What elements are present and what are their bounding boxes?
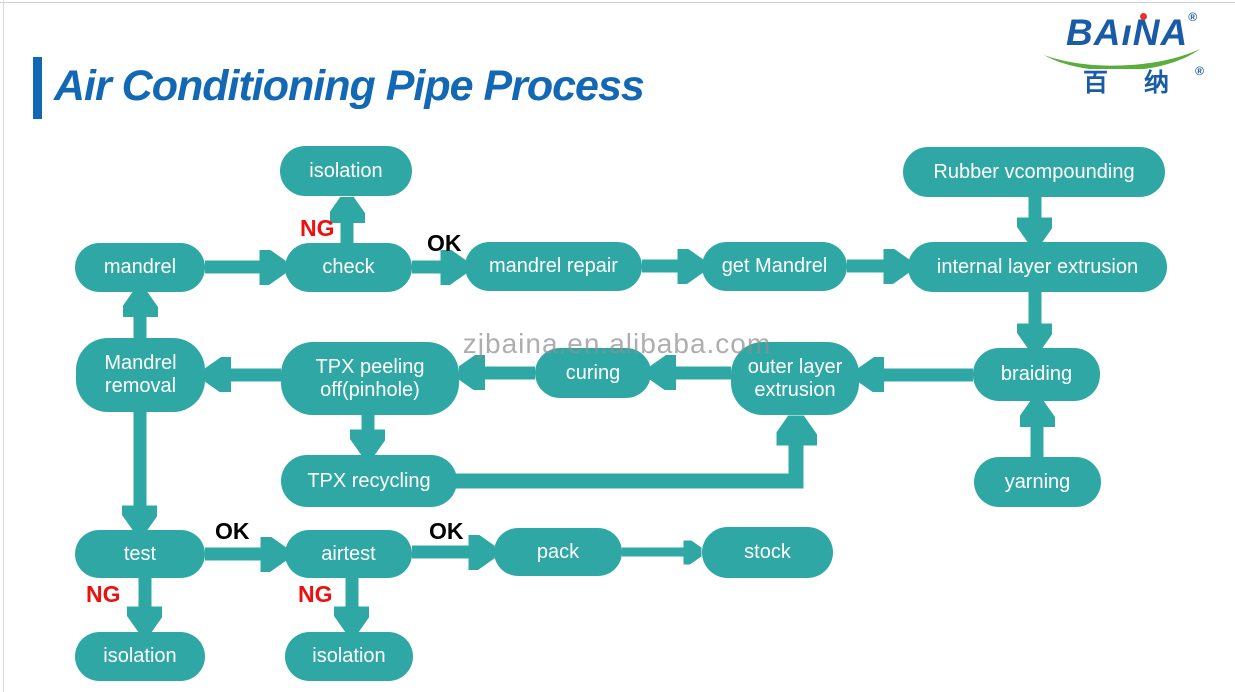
ok-label-test: OK	[215, 518, 250, 544]
ng-label-check: NG	[300, 215, 335, 241]
node-tpx-recycling: TPX recycling	[281, 455, 457, 507]
node-outer-layer-extrusion: outer layer extrusion	[731, 342, 859, 415]
logo-wordmark: BAıNA®	[1066, 10, 1212, 54]
node-get-mandrel: get Mandrel	[702, 242, 847, 291]
node-yarning: yarning	[974, 457, 1101, 507]
page-top-border	[0, 2, 1235, 3]
registered-trademark-icon: ®	[1195, 64, 1204, 78]
node-rubber-compounding: Rubber vcompounding	[903, 147, 1165, 197]
logo-i-dot-icon	[1140, 13, 1147, 20]
node-isolation-bottom-left: isolation	[75, 632, 205, 681]
node-mandrel: mandrel	[75, 243, 205, 292]
title-accent-bar	[33, 57, 42, 119]
node-airtest: airtest	[285, 530, 412, 578]
node-isolation-bottom-mid: isolation	[285, 632, 413, 681]
logo-chinese-char-1: 百	[1082, 69, 1108, 97]
node-isolation-top: isolation	[280, 146, 412, 196]
node-mandrel-removal: Mandrel removal	[76, 338, 205, 412]
page-left-border	[3, 0, 4, 692]
logo-swoosh-icon	[1044, 49, 1200, 69]
logo-chinese-char-2: 纳	[1144, 69, 1170, 97]
node-curing: curing	[535, 348, 651, 398]
node-check: check	[285, 243, 412, 292]
node-braiding: braiding	[973, 348, 1100, 401]
node-pack: pack	[494, 528, 622, 576]
registered-trademark-icon: ®	[1188, 10, 1198, 24]
logo-brand-i: ı	[1121, 12, 1133, 53]
node-test: test	[75, 530, 205, 578]
ok-label-airtest: OK	[429, 518, 464, 544]
ok-label-check: OK	[427, 230, 462, 256]
baina-logo: BAıNA® 百 纳 ®	[1040, 10, 1212, 122]
ng-label-test: NG	[86, 581, 121, 607]
arrow-tpx-recycling-to-outer-layer	[455, 419, 796, 489]
watermark: zjbaina.en.alibaba.com	[462, 328, 772, 359]
node-mandrel-repair: mandrel repair	[465, 242, 642, 291]
logo-chinese-name: 百 纳 ®	[1040, 65, 1212, 97]
node-tpx-peeling: TPX peeling off(pinhole)	[281, 342, 459, 415]
logo-brand-left: BA	[1066, 12, 1122, 53]
node-stock: stock	[702, 527, 833, 578]
page-title: Air Conditioning Pipe Process	[54, 62, 645, 110]
node-internal-layer-extrusion: internal layer extrusion	[908, 242, 1167, 292]
ng-label-airtest: NG	[298, 581, 333, 607]
